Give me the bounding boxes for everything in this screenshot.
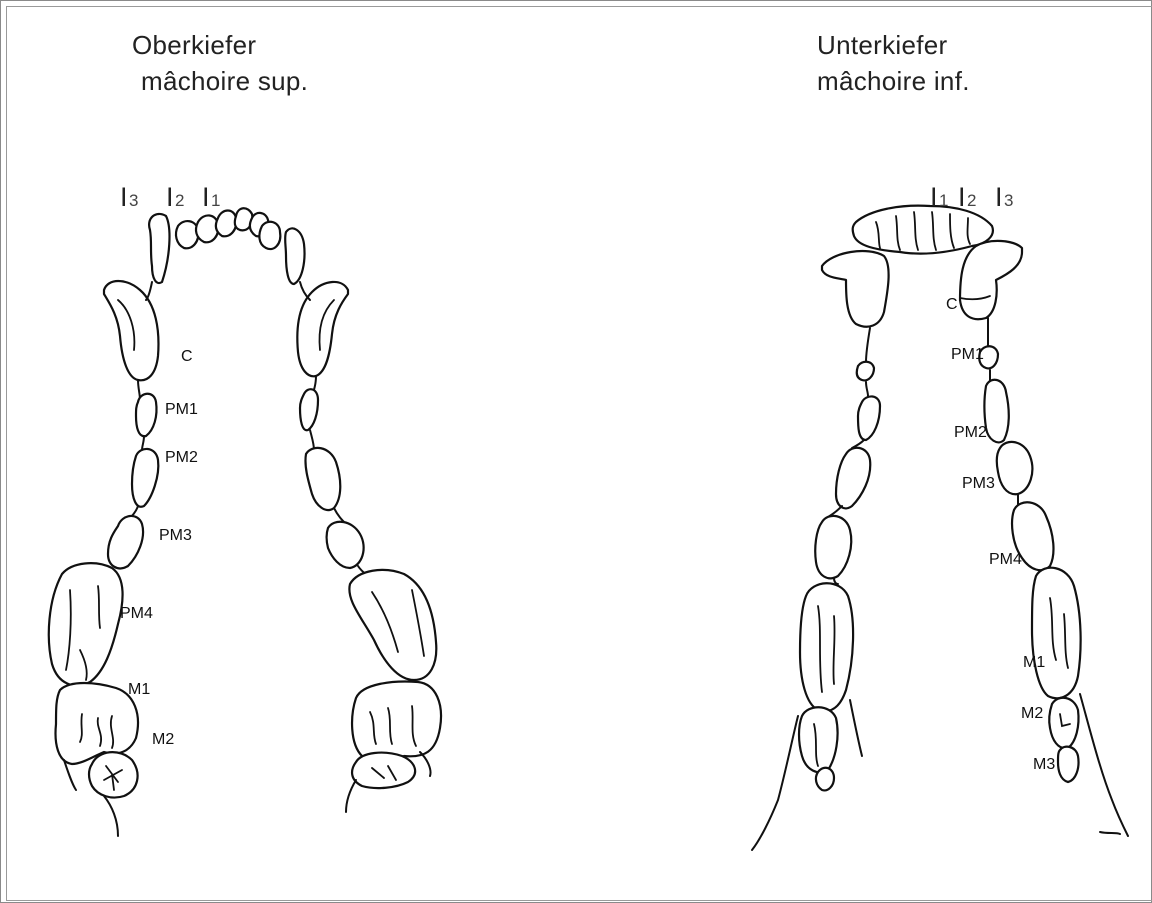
upper-left-m3-tooth (352, 753, 415, 788)
upper-jaw-incisor-labels: I 3 I 2 I 1 (120, 182, 220, 212)
upper-right-pm3-tooth (108, 516, 143, 568)
lower-right-canine-tooth (822, 251, 889, 327)
lower-left-canine-tooth (960, 241, 1022, 319)
lower-left-m3-tooth (1058, 747, 1079, 782)
lower-pm4-label: PM4 (989, 551, 1022, 568)
lower-m1-label: M1 (1023, 654, 1045, 671)
upper-pm4-label: PM4 (120, 605, 153, 622)
lower-pm3-label: PM3 (962, 475, 995, 492)
lower-i1-bar: I (930, 182, 938, 212)
upper-right-m1-tooth (56, 683, 138, 764)
lower-m2-label: M2 (1021, 705, 1043, 722)
lower-i2-sub: 2 (967, 191, 976, 210)
lower-right-m3-tooth (816, 768, 834, 791)
upper-left-pm2-tooth (305, 448, 340, 510)
upper-i3-sub: 3 (129, 191, 138, 210)
upper-i2-sub: 2 (175, 191, 184, 210)
lower-i3-sub: 3 (1004, 191, 1013, 210)
upper-left-pm4-tooth (349, 570, 436, 680)
upper-right-pm1-tooth (136, 394, 157, 436)
upper-pm1-label: PM1 (165, 401, 198, 418)
lower-i1-sub: 1 (939, 191, 948, 210)
lower-left-m1-tooth (1032, 568, 1081, 699)
upper-i1-bar: I (202, 182, 210, 212)
upper-right-pm2-tooth (132, 449, 158, 507)
upper-left-i3-tooth (285, 228, 304, 284)
upper-pm2-label: PM2 (165, 449, 198, 466)
lower-i3-bar: I (995, 182, 1003, 212)
lower-left-pm3-tooth (997, 442, 1033, 494)
lower-left-m2-tooth (1049, 698, 1078, 749)
upper-right-i2-tooth (176, 221, 198, 248)
lower-i2-bar: I (958, 182, 966, 212)
upper-left-canine-tooth (297, 282, 348, 376)
upper-jaw-drawing (49, 208, 441, 836)
lower-right-m2-tooth (799, 707, 838, 772)
upper-left-pm1-tooth (300, 389, 318, 430)
upper-right-i3-tooth (149, 214, 169, 283)
lower-right-pm4-tooth (815, 516, 851, 578)
lower-right-m1-tooth (800, 583, 853, 711)
upper-m2-label: M2 (152, 731, 174, 748)
upper-middle-incisor-a (216, 211, 236, 237)
upper-pm3-label: PM3 (159, 527, 192, 544)
upper-right-i1-tooth (196, 215, 218, 242)
lower-pm1-label: PM1 (951, 346, 984, 363)
lower-c-label: C (946, 296, 958, 313)
lower-jaw-incisor-labels: I 1 I 2 I 3 (930, 182, 1013, 212)
upper-i2-bar: I (166, 182, 174, 212)
upper-i1-sub: 1 (211, 191, 220, 210)
upper-left-pm3-tooth (327, 522, 364, 568)
upper-right-canine-tooth (104, 281, 158, 380)
upper-c-label: C (181, 348, 193, 365)
upper-i3-bar: I (120, 182, 128, 212)
lower-m3-label: M3 (1033, 756, 1055, 773)
upper-left-m1-tooth (352, 682, 441, 762)
lower-incisor-row (853, 206, 993, 254)
lower-jaw-drawing (752, 206, 1128, 850)
lower-right-pm2-tooth (858, 396, 880, 440)
lower-left-pm2-tooth (985, 380, 1009, 443)
upper-left-i2-tooth (259, 222, 280, 249)
lower-right-pm3-tooth (836, 448, 870, 509)
lower-right-pm1-tooth (857, 362, 874, 381)
lower-pm2-label: PM2 (954, 424, 987, 441)
upper-m1-label: M1 (128, 681, 150, 698)
